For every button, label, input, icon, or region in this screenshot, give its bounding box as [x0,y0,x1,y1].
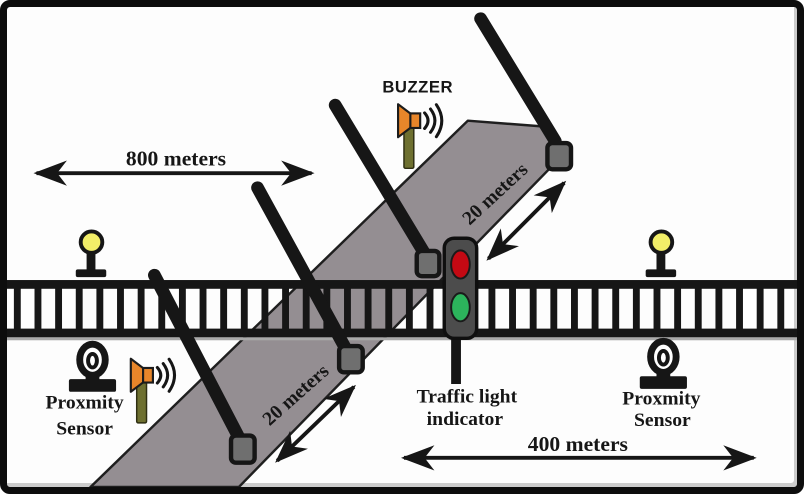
railway-track [7,280,797,341]
barrier-tip-1 [228,433,257,465]
barrier-gates [148,12,562,446]
barrier-tip-2 [336,343,365,375]
arrow-20-meters-lower [275,384,356,463]
label-proximity-left-line2: Sensor [56,419,113,440]
red-light [450,249,471,280]
proximity-sensor-icon-right [640,341,687,389]
label-traffic-light-line2: indicator [427,409,504,430]
label-proximity-left-line1: Proxmity [46,392,124,413]
barrier-gate-3 [328,98,431,259]
traffic-light-pole [451,335,461,385]
label-400-meters: 400 meters [528,432,628,456]
label-proximity-right-line1: Proxmity [622,388,700,409]
label-traffic-light-line1: Traffic light [417,387,518,408]
proximity-sensor-icon-left [69,344,116,392]
label-buzzer: BUZZER [382,78,453,97]
barrier-tips [228,140,574,465]
label-800-meters: 800 meters [126,146,226,170]
dimension-arrows [33,160,757,471]
barrier-gate-4 [474,12,562,148]
label-proximity-right-line2: Sensor [634,410,691,431]
barrier-gate-1 [148,268,247,446]
green-light [450,292,471,323]
track-rail-top [7,280,797,289]
track-rail-bottom [7,328,797,338]
traffic-light-indicator [442,236,479,385]
arrow-20-meters-upper [486,180,567,261]
signal-lamp-icon-right [643,229,679,280]
track-rungs [7,286,797,331]
barrier-tip-4 [545,140,574,172]
barrier-gate-2 [251,181,354,358]
barrier-tip-3 [414,248,442,279]
track-shadow [7,337,797,341]
signal-lamp-icon-left [73,229,109,280]
railway-crossing-diagram: 800 meters 400 meters BUZZER 20 meters 2… [7,12,797,487]
